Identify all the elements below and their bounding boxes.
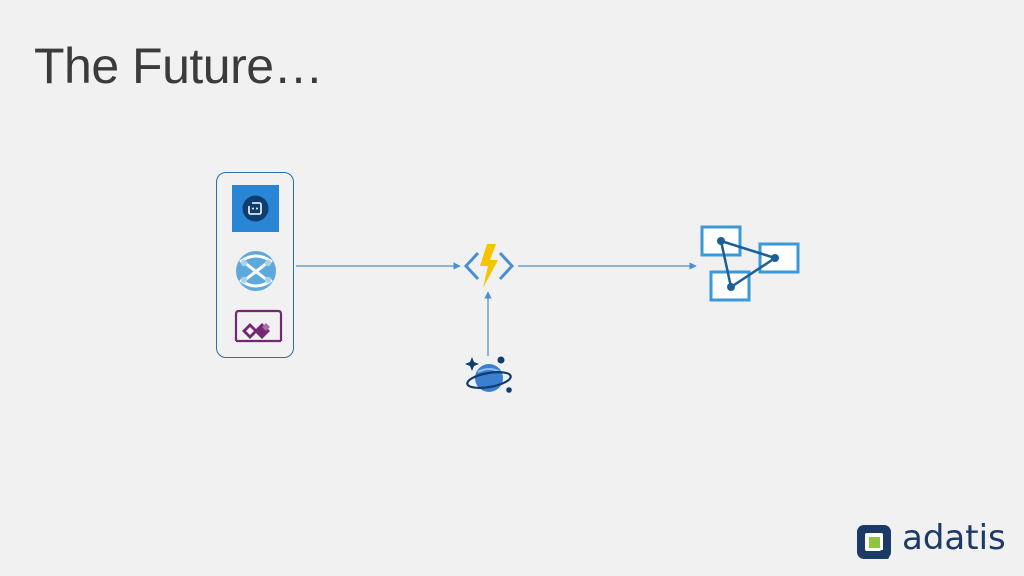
slide-title: The Future… xyxy=(34,38,324,94)
adatis-logo-mark xyxy=(857,525,891,559)
app-service-icon xyxy=(236,251,276,291)
adatis-logo-text: adatis xyxy=(902,518,1006,558)
source-services-group xyxy=(216,172,294,358)
cosmos-db-icon xyxy=(465,356,512,393)
azure-functions-icon xyxy=(463,244,515,288)
graph-database-icon xyxy=(700,225,800,302)
powerapps-icon xyxy=(234,309,283,343)
adatis-logo: adatis xyxy=(856,518,1006,562)
service-bus-icon xyxy=(232,185,279,232)
